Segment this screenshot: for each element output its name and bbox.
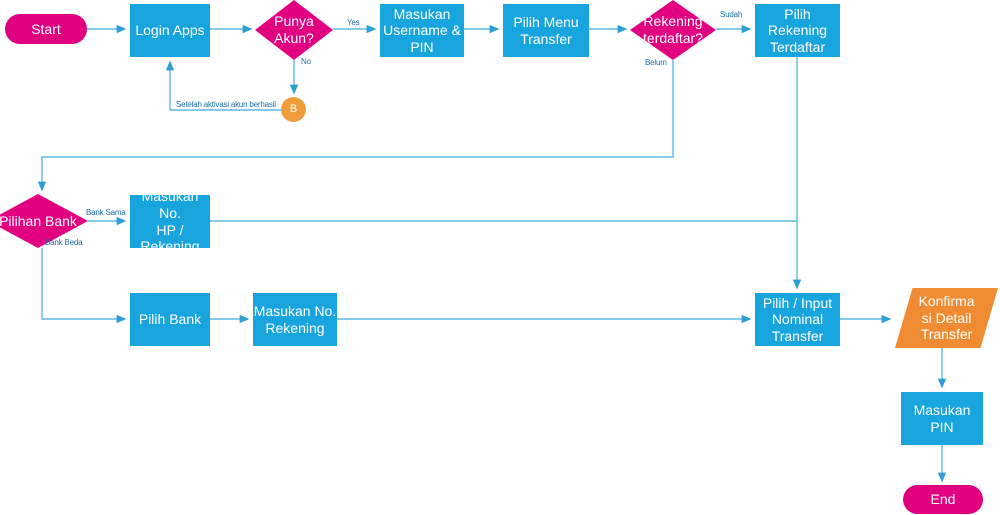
node-connector-b-label: B — [289, 103, 298, 116]
edge-label-yes: Yes — [347, 18, 360, 27]
edge-rek-belum-to-pilihan-bank — [37, 60, 674, 192]
edge-label-bank-sama: Bank Sama — [86, 208, 126, 217]
node-masukan-no-hp-rekening-label: Masukan No. HP / Rekening — [140, 188, 200, 255]
node-masukan-username-pin[interactable]: Masukan Username & PIN — [380, 4, 464, 57]
node-start-label: Start — [31, 20, 61, 37]
node-rekening-terdaftar-label: Rekening terdaftar? — [643, 13, 703, 46]
parallelogram-shape — [895, 288, 998, 348]
node-masukan-no-hp-rekening[interactable]: Masukan No. HP / Rekening — [130, 188, 210, 254]
node-connector-b[interactable]: B — [281, 97, 306, 122]
node-masukan-pin-label: Masukan PIN — [913, 401, 971, 435]
node-pilih-menu-transfer[interactable]: Pilih Menu Transfer — [503, 4, 589, 57]
node-end[interactable]: End — [903, 485, 983, 514]
node-pilih-rekening-terdaftar-label: Pilih Rekening Terdaftar — [767, 5, 828, 55]
node-start[interactable]: Start — [5, 14, 87, 44]
node-pilih-menu-transfer-label: Pilih Menu Transfer — [513, 13, 579, 47]
node-pilih-rekening-terdaftar[interactable]: Pilih Rekening Terdaftar — [755, 4, 840, 57]
node-pilihan-bank[interactable]: Pilihan Bank — [0, 194, 88, 248]
node-masukan-username-pin-label: Masukan Username & PIN — [383, 5, 461, 55]
node-pilih-input-nominal-transfer[interactable]: Pilih / Input Nominal Transfer — [755, 293, 840, 346]
node-masukan-no-rekening[interactable]: Masukan No. Rekening — [253, 293, 337, 346]
node-konfirmasi-detail-transfer-label: Konfirma si Detail Transfer — [918, 293, 975, 343]
node-end-label: End — [930, 491, 956, 508]
node-pilih-input-nominal-transfer-label: Pilih / Input Nominal Transfer — [762, 294, 833, 344]
edge-label-bank-beda: Bank Beda — [45, 238, 83, 247]
node-punya-akun-label: Punya Akun? — [274, 13, 314, 46]
node-masukan-no-rekening-label: Masukan No. Rekening — [253, 302, 337, 336]
node-login-apps[interactable]: Login Apps — [130, 4, 210, 57]
node-masukan-pin[interactable]: Masukan PIN — [901, 392, 983, 445]
node-punya-akun[interactable]: Punya Akun? — [255, 0, 333, 60]
edge-b-to-login — [165, 60, 281, 111]
node-pilih-bank[interactable]: Pilih Bank — [130, 293, 210, 346]
node-rekening-terdaftar[interactable]: Rekening terdaftar? — [630, 0, 716, 60]
edge-bank-beda — [41, 248, 127, 324]
node-pilihan-bank-label: Pilihan Bank — [0, 212, 77, 229]
edge-label-belum: Belum — [645, 58, 667, 67]
edge-label-sudah: Sudah — [720, 10, 743, 19]
node-konfirmasi-detail-transfer[interactable]: Konfirma si Detail Transfer — [895, 288, 998, 348]
edge-label-setelah-aktivasi: Setelah aktivasi akun berhasil — [176, 100, 276, 109]
node-login-apps-label: Login Apps — [135, 22, 205, 39]
edge-label-no: No — [301, 57, 311, 66]
node-pilih-bank-label: Pilih Bank — [138, 311, 202, 328]
